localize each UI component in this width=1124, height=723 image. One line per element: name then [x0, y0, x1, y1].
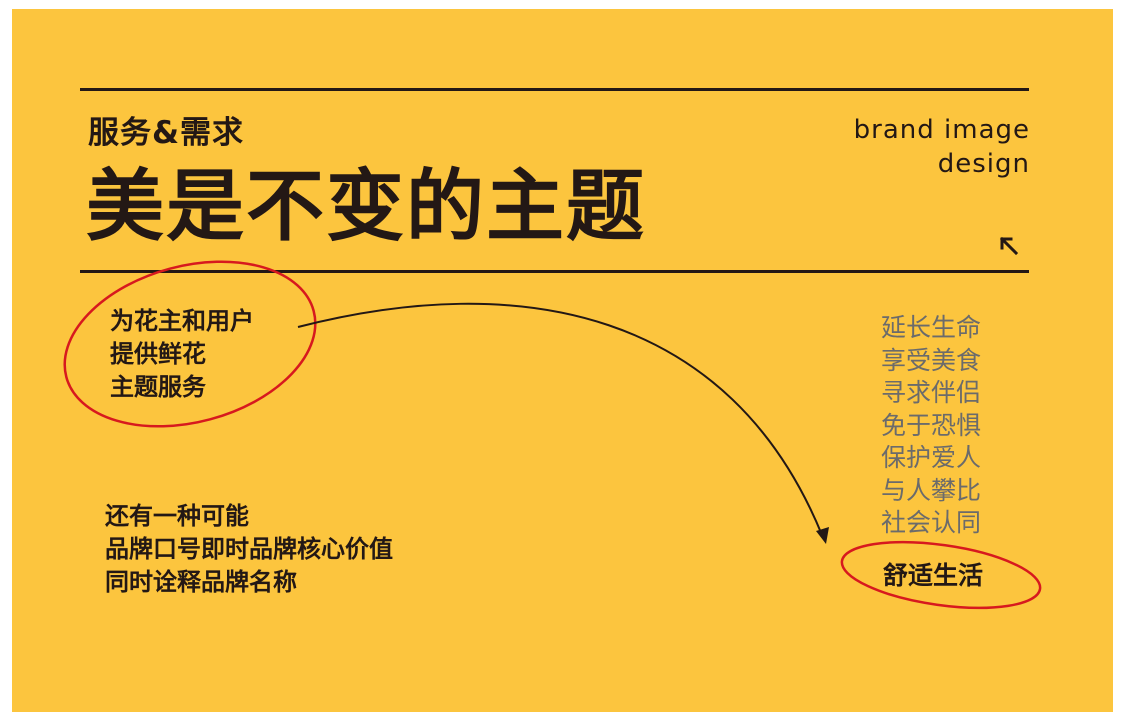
arrow-up-left-icon	[999, 236, 1019, 256]
needs-list: 延长生命 享受美食 寻求伴侣 免于恐惧 保护爱人 与人攀比 社会认同	[881, 312, 981, 540]
brand-caption: brand image design	[854, 113, 1030, 181]
brand-line-1: brand image	[853, 115, 1030, 145]
subtitle: 服务&需求	[88, 115, 245, 151]
need-item: 保护爱人	[881, 443, 982, 472]
possibility-line-2: 品牌口号即时品牌核心价值	[105, 535, 393, 563]
services-line-2: 提供鲜花	[110, 340, 206, 368]
bottom-divider	[80, 270, 1029, 273]
need-item: 与人攀比	[881, 475, 982, 505]
top-divider	[80, 88, 1029, 91]
need-item: 享受美食	[881, 345, 982, 375]
highlight-text: 舒适生活	[883, 561, 984, 590]
brand-line-2: design	[937, 149, 1030, 179]
need-item: 社会认同	[881, 508, 982, 537]
possibility-line-3: 同时诠释品牌名称	[105, 568, 297, 596]
services-line-1: 为花主和用户	[110, 307, 254, 335]
services-line-3: 主题服务	[110, 373, 206, 401]
need-item: 延长生命	[881, 313, 982, 342]
main-title: 美是不变的主题	[86, 162, 647, 252]
possibility-line-1: 还有一种可能	[105, 502, 249, 530]
need-item: 寻求伴侣	[881, 378, 982, 407]
need-item: 免于恐惧	[881, 410, 982, 440]
possibility-text: 还有一种可能 品牌口号即时品牌核心价值 同时诠释品牌名称	[105, 500, 393, 599]
services-text: 为花主和用户 提供鲜花 主题服务	[110, 305, 254, 404]
